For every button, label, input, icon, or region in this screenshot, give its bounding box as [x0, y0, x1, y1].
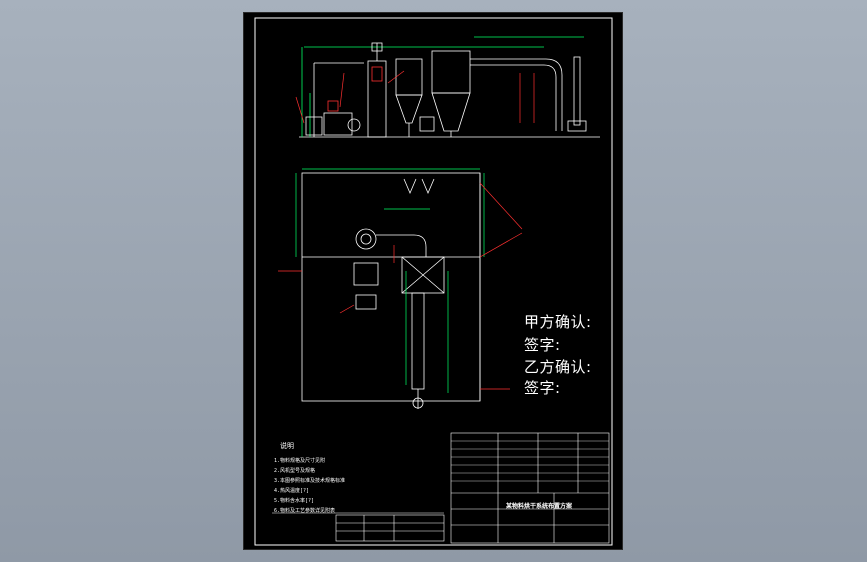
plan-leaders	[278, 182, 523, 390]
cad-drawing	[254, 17, 613, 546]
party-b-sign: 签字:	[524, 379, 561, 397]
title-block-rows	[451, 440, 609, 482]
note-item: 1.物料规格及尺寸见附	[274, 458, 326, 464]
note-item: 4.热风温度[?]	[274, 488, 310, 494]
note-item: 2.风机型号及规格	[274, 468, 316, 474]
elevation-leaders	[295, 70, 535, 124]
party-a-confirm: 甲方确认:	[524, 313, 592, 331]
party-b-confirm: 乙方确认:	[524, 358, 592, 376]
notes-frame	[272, 512, 445, 542]
plan-dimensions	[295, 168, 485, 393]
notes-title: 说明	[280, 442, 294, 450]
note-item: 6.物料及工艺参数详见附表	[274, 508, 336, 514]
party-a-sign: 签字:	[524, 336, 561, 354]
plan-view	[301, 172, 481, 409]
sheet-border	[254, 17, 613, 546]
drawing-title: 某物料烘干系统布置方案	[506, 503, 573, 510]
note-item: 5.物料含水率[?]	[274, 498, 315, 504]
elevation-view	[299, 36, 600, 138]
drawing-sheet: 甲方确认: 签字: 乙方确认: 签字: 说明 1.物料规格及尺寸见附 2.风机型…	[244, 13, 622, 549]
title-block	[450, 432, 610, 544]
note-item: 3.本图参照标准及技术规格标准	[274, 478, 346, 484]
